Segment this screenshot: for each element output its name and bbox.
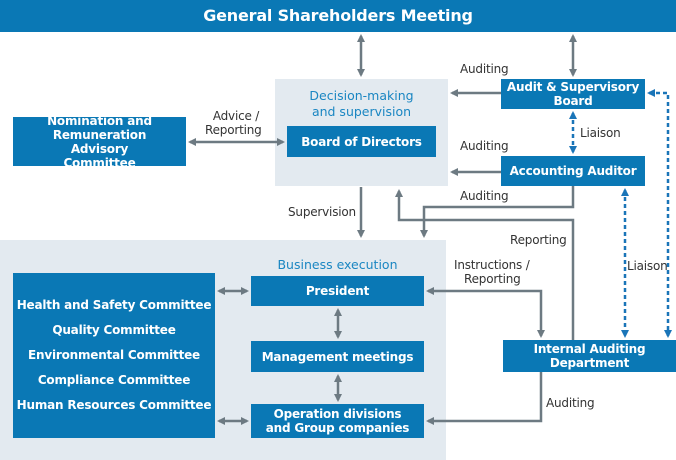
iad-reporting-arrow (395, 189, 575, 340)
label-auditing: Auditing (460, 189, 509, 203)
label-liaison: Liaison (627, 259, 668, 273)
management-meetings: Management meetings (251, 341, 424, 372)
label-advice-reporting: Reporting (205, 123, 262, 137)
label-instructions-reporting: Reporting (464, 272, 521, 286)
label-auditing: Auditing (460, 62, 509, 76)
liaison-asb-iad-arrow (647, 89, 672, 338)
operation-divisions: Operation divisions and Group companies (251, 404, 424, 438)
label-liaison: Liaison (580, 126, 621, 140)
committee-item: Health and Safety Committee (16, 298, 212, 312)
president: President (251, 276, 424, 306)
iad-auditing-arrow (426, 372, 543, 425)
label-auditing: Auditing (546, 396, 595, 410)
committee-item: Environmental Committee (27, 348, 200, 362)
committee-item: Quality Committee (52, 323, 176, 337)
label-supervision: Supervision (288, 205, 356, 219)
label-reporting: Reporting (510, 233, 567, 247)
general-shareholders-meeting: General Shareholders Meeting (0, 0, 676, 32)
instructions-arrow (426, 287, 545, 338)
label-auditing: Auditing (460, 139, 509, 153)
committee-item: Compliance Committee (37, 373, 191, 387)
decision-title-line1: Decision-making (309, 88, 414, 103)
business-area-title: Business execution (277, 257, 398, 272)
nomination-committee: Nomination and Remuneration Advisory Com… (13, 114, 186, 170)
decision-area-title: Decision-making and supervision (275, 88, 448, 120)
decision-title-line2: and supervision (311, 104, 412, 119)
committees-box: Health and Safety Committee Quality Comm… (13, 273, 215, 438)
board-of-directors: Board of Directors (287, 126, 436, 157)
committee-item: Human Resources Committee (16, 398, 212, 412)
accounting-auditor: Accounting Auditor (501, 156, 645, 186)
label-advice: Advice / (212, 109, 260, 123)
audit-supervisory-board: Audit & Supervisory Board (501, 79, 645, 109)
label-instructions: Instructions / (454, 258, 530, 272)
internal-auditing-department: Internal Auditing Department (503, 340, 676, 372)
aa-exec-auditing-arrow (420, 186, 575, 238)
